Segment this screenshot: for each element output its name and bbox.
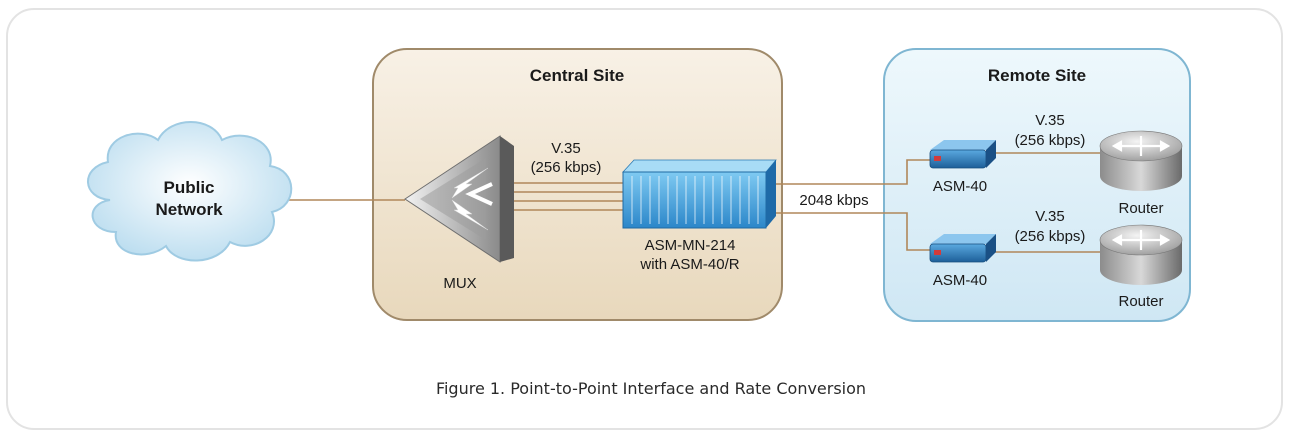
public-network-cloud: Public Network <box>87 121 293 262</box>
rack-label-1: ASM-MN-214 <box>645 237 736 254</box>
central-link-label-1: V.35 <box>551 140 580 157</box>
trunk-top <box>768 159 930 185</box>
trunk-rate-label: 2048 kbps <box>799 192 868 209</box>
asm-40-modem-top-icon <box>929 140 996 169</box>
cloud-label-line2: Network <box>155 200 223 219</box>
links <box>288 152 1110 253</box>
mux-label: MUX <box>443 275 476 292</box>
mux-icon <box>404 135 514 263</box>
router-bottom-icon <box>1099 224 1183 285</box>
router-top-icon <box>1099 130 1183 191</box>
modem-top-label: ASM-40 <box>933 178 987 195</box>
router-top-label: Router <box>1118 200 1163 217</box>
asm-40-modem-bottom-icon <box>929 234 996 263</box>
remote-site-title: Remote Site <box>988 66 1086 85</box>
remote-bottom-link-label-2: (256 kbps) <box>1015 228 1086 245</box>
rack-label-2: with ASM-40/R <box>639 256 739 273</box>
asm-mn-214-rack-icon <box>622 159 777 229</box>
central-link-label-2: (256 kbps) <box>531 159 602 176</box>
remote-top-link-label-2: (256 kbps) <box>1015 132 1086 149</box>
remote-bottom-link-label-1: V.35 <box>1035 208 1064 225</box>
central-site-title: Central Site <box>530 66 624 85</box>
figure-caption: Figure 1. Point-to-Point Interface and R… <box>436 379 866 398</box>
remote-top-link-label-1: V.35 <box>1035 112 1064 129</box>
router-bottom-label: Router <box>1118 293 1163 310</box>
cloud-label-line1: Public <box>163 178 214 197</box>
modem-bottom-label: ASM-40 <box>933 272 987 289</box>
trunk-bottom <box>768 212 930 251</box>
